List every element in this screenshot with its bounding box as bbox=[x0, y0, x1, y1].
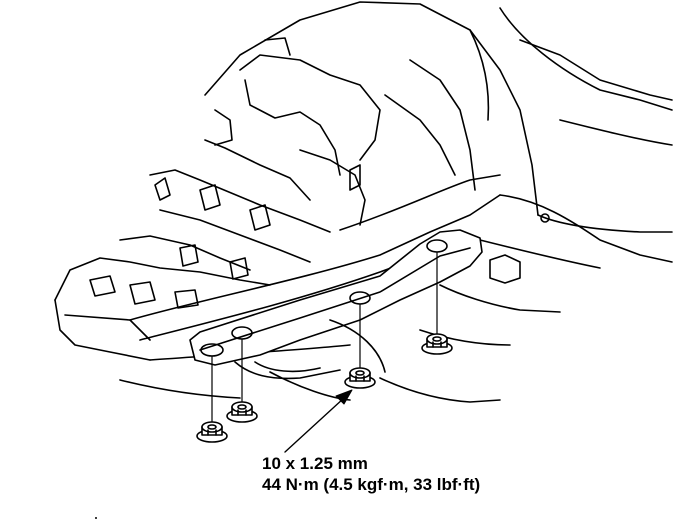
leader-arrow bbox=[284, 389, 353, 453]
flange-nut-2 bbox=[226, 401, 258, 423]
transmission-lobe-outline bbox=[54, 257, 271, 361]
alignment-lines bbox=[211, 251, 438, 423]
torque-spec-label: 44 N·m (4.5 kgf·m, 33 lbf·ft) bbox=[262, 475, 481, 494]
speck bbox=[95, 517, 97, 519]
engine-block-outline bbox=[204, 1, 673, 233]
bolt-size-label: 10 x 1.25 mm bbox=[262, 454, 368, 473]
flange-nut-1 bbox=[196, 421, 228, 443]
mount-bracket bbox=[189, 229, 483, 380]
flange-nut-4 bbox=[421, 333, 453, 355]
flange-nut-3 bbox=[344, 367, 376, 389]
crossmember-curves bbox=[119, 174, 673, 403]
engine-detail-ribs bbox=[119, 37, 476, 280]
torque-callout: 10 x 1.25 mm 44 N·m (4.5 kgf·m, 33 lbf·f… bbox=[262, 453, 480, 495]
